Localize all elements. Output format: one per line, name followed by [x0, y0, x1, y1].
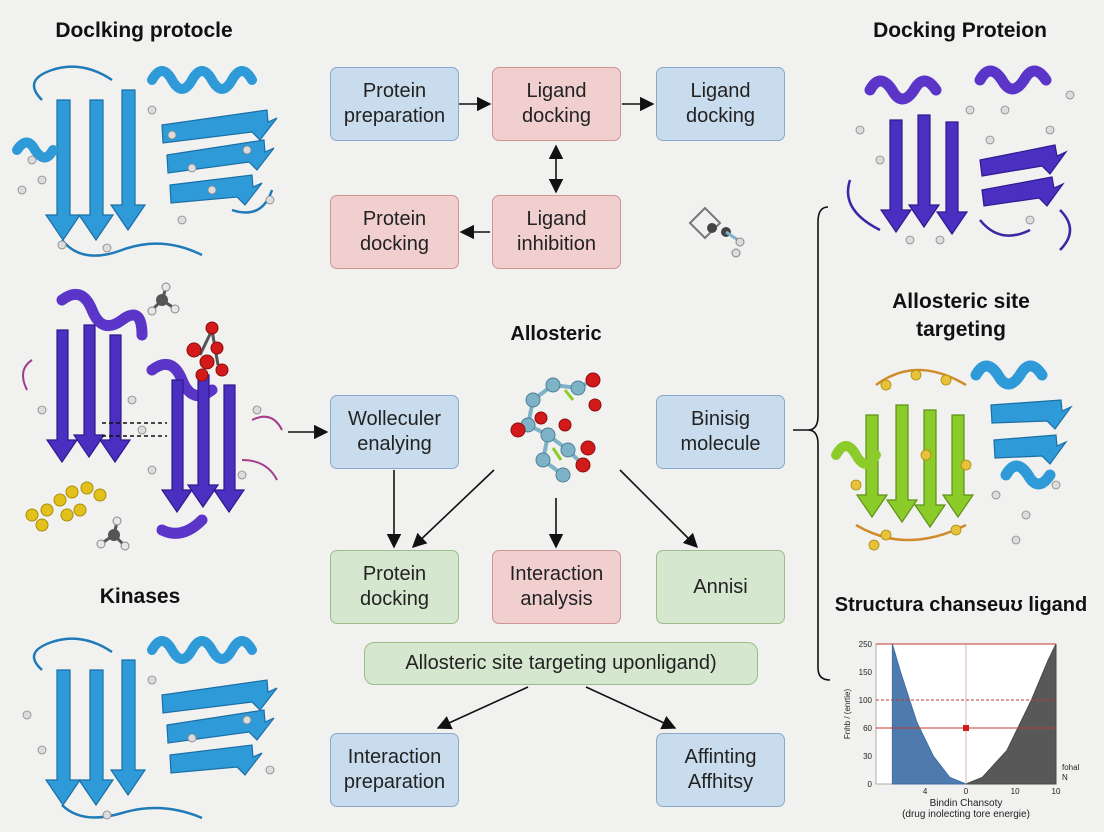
- protein-structure-middle-right: [831, 360, 1073, 551]
- box-affinting-affhitsy-label: Affinting Affhitsy: [684, 746, 757, 793]
- protein-structure-bottom-left: [22, 636, 278, 820]
- arrow-allosteric-to-annisi: [619, 469, 699, 549]
- box-protein-docking-mid: Protein docking: [330, 550, 459, 624]
- small-molecule-bottom: [96, 516, 130, 551]
- chart-x-tick: 4: [923, 787, 928, 796]
- box-ligand-docking-1: Ligand docking: [492, 67, 621, 141]
- box-protein-docking-top: Protein docking: [330, 195, 459, 269]
- box-annisi: Annisi: [656, 550, 785, 624]
- box-ligand-docking-2: Ligand docking: [656, 67, 785, 141]
- box-allosteric-site-targeting-bar: Allosteric site targeting uponligand): [364, 642, 758, 685]
- bracket-right: [793, 206, 831, 681]
- chart-y-tick: 0: [868, 780, 873, 789]
- box-protein-preparation: Protein preparation: [330, 67, 459, 141]
- protein-structure-top-right: [846, 65, 1075, 251]
- yellow-ligand: [25, 481, 107, 532]
- box-affinting-affhitsy: Affinting Affhitsy: [656, 733, 785, 807]
- small-ligand-glyph: [688, 206, 745, 258]
- chart-marker: [963, 725, 969, 731]
- box-binisig-molecule: Binisig molecule: [656, 395, 785, 469]
- chart-y-tick: 250: [859, 640, 873, 649]
- chart-side-label: fohal: [1062, 763, 1080, 772]
- heading-docking-proteion: Docking Proteion: [873, 19, 1047, 42]
- energy-chart: 250 150 100 60 30 0 4 0 10 10 Fnhb / (enrtie) Bindi…: [843, 640, 1080, 820]
- chart-x-tick: 0: [964, 787, 969, 796]
- chart-x-axis-label: Bindin Chansoty: [930, 798, 1003, 809]
- chart-y-tick: 30: [863, 752, 872, 761]
- box-ligand-inhibition-label: Ligand inhibition: [517, 208, 596, 255]
- box-allosteric-bar-label: Allosteric site targeting uponligand): [405, 652, 717, 674]
- box-protein-preparation-label: Protein preparation: [343, 80, 446, 127]
- box-annisi-label: Annisi: [693, 575, 748, 598]
- arrow-allosteric-to-protein: [411, 469, 495, 548]
- chart-x-axis-label: (drug inolecting tore energie): [902, 809, 1030, 820]
- box-wolleculer-enalying: Wolleculer enalying: [330, 395, 459, 469]
- allosteric-molecule: [510, 372, 602, 483]
- chart-y-tick: 100: [859, 696, 873, 705]
- arrow-bar-to-affinting: [585, 686, 677, 730]
- box-wolleculer-enalying-label: Wolleculer enalying: [348, 408, 441, 455]
- box-ligand-docking-1-label: Ligand docking: [522, 80, 591, 127]
- chart-y-tick: 60: [863, 724, 872, 733]
- chart-series-area-0: [891, 643, 967, 785]
- chart-side-label: N: [1062, 773, 1068, 782]
- heading-kinases: Kinases: [99, 585, 181, 608]
- chart-series-area-1: [965, 643, 1057, 785]
- box-interaction-preparation-label: Interaction preparation: [343, 746, 446, 793]
- box-binisig-molecule-label: Binisig molecule: [680, 408, 761, 455]
- chart-x-tick: 10: [1011, 787, 1020, 796]
- heading-docking-protocle: Doclking protocle: [55, 19, 233, 42]
- chart-y-axis-label: Fnhb / (enrtie): [843, 689, 852, 740]
- box-ligand-inhibition: Ligand inhibition: [492, 195, 621, 269]
- box-interaction-analysis-label: Interaction analysis: [509, 563, 604, 610]
- protein-structure-top-left: [12, 65, 278, 257]
- red-ligand: [186, 321, 229, 382]
- arrow-bar-to-interaction-prep: [436, 686, 529, 730]
- chart-y-tick: 150: [859, 668, 873, 677]
- box-protein-docking-mid-label: Protein docking: [360, 563, 429, 610]
- box-interaction-preparation: Interaction preparation: [330, 733, 459, 807]
- heading-structura-ligand: Structura chanseuʊ ligand: [834, 594, 1088, 616]
- heading-allosteric: Allosteric: [510, 323, 602, 345]
- chart-x-tick: 10: [1052, 787, 1061, 796]
- box-protein-docking-top-label: Protein docking: [360, 208, 429, 255]
- heading-allosteric-site-targeting: Allosteric site targeting: [892, 290, 1030, 341]
- box-ligand-docking-2-label: Ligand docking: [686, 80, 755, 127]
- protein-structure-middle-left: [22, 282, 283, 551]
- box-interaction-analysis: Interaction analysis: [492, 550, 621, 624]
- small-molecule-top: [147, 282, 180, 316]
